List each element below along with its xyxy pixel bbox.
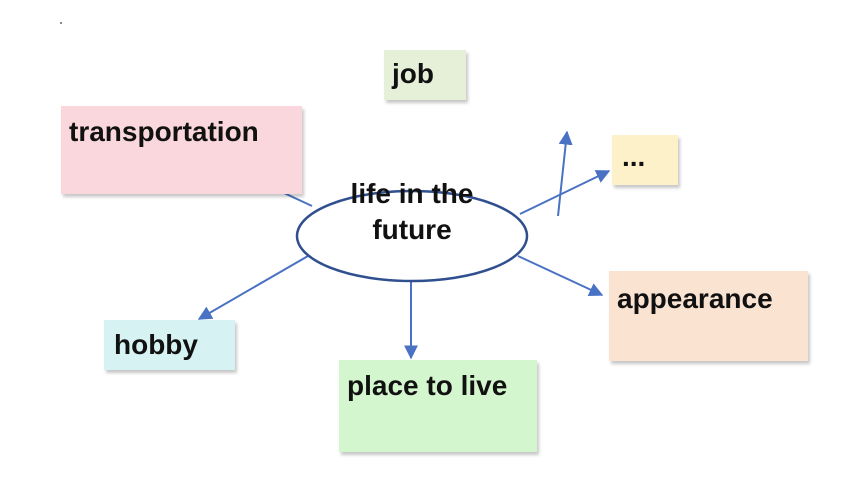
center-ellipse	[295, 189, 529, 283]
topic-appearance: appearance	[609, 271, 808, 361]
center-topic-label: life in the future	[350, 178, 474, 245]
arrow-to-hobby	[197, 255, 309, 320]
topic-transportation: transportation	[61, 106, 302, 194]
topic-more: ...	[612, 135, 678, 185]
arrow-upward	[557, 130, 573, 217]
connector-transportation	[283, 192, 313, 207]
arrow-to-appearance	[517, 255, 604, 297]
topic-job: job	[384, 50, 466, 100]
topic-place-to-live: place to live	[339, 360, 537, 452]
speck-mark	[60, 22, 62, 24]
topic-hobby: hobby	[104, 320, 235, 370]
arrow-to-more	[519, 170, 611, 215]
